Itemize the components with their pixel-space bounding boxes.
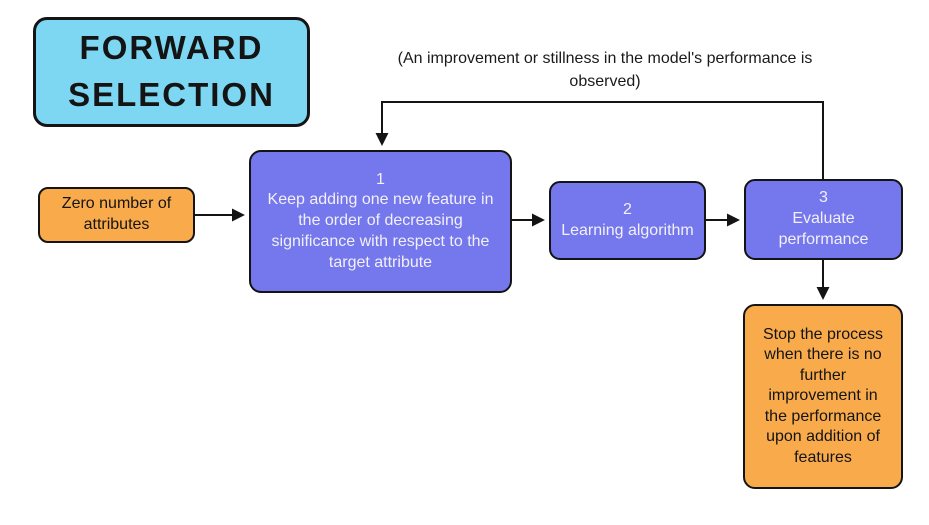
step-number: 1	[376, 170, 385, 188]
page-title: FORWARD SELECTION	[68, 29, 275, 113]
node-step3-evaluate-performance: 3 Evaluate performance	[744, 179, 903, 260]
node-label: Learning algorithm	[561, 221, 694, 239]
step-number: 2	[623, 200, 632, 218]
node-label: Evaluate performance	[778, 210, 869, 248]
title-box: FORWARD SELECTION	[33, 17, 310, 127]
node-step1-keep-adding-features: 1 Keep adding one new feature in the ord…	[249, 150, 512, 293]
node-zero-attributes: Zero number of attributes	[38, 187, 195, 243]
step-number: 3	[819, 189, 828, 207]
node-stop-process: Stop the process when there is no furthe…	[743, 304, 903, 489]
feedback-note: (An improvement or stillness in the mode…	[397, 50, 813, 91]
node-label: Zero number of attributes	[61, 195, 172, 233]
node-label: Keep adding one new feature in the order…	[267, 191, 494, 271]
node-label: Stop the process when there is no furthe…	[762, 325, 884, 466]
node-step2-learning-algorithm: 2 Learning algorithm	[549, 181, 706, 260]
